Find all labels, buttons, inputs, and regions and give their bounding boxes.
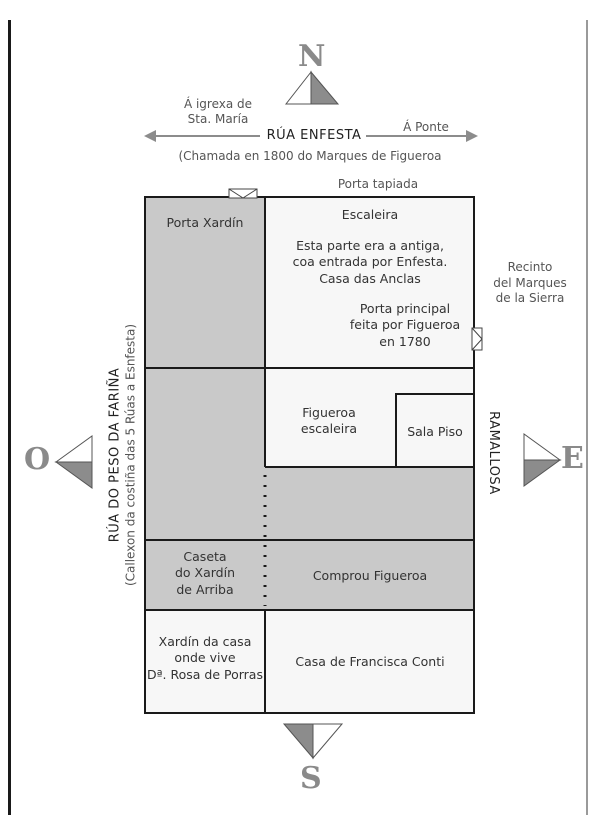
- casa-das-anclas: [265, 197, 474, 368]
- porta-xardin-label: Porta Xardín: [166, 215, 244, 230]
- porta-principal-note: Porta principal feita por Figueroa en 17…: [345, 301, 465, 350]
- south-label: S: [300, 761, 322, 796]
- walls: [144, 196, 475, 714]
- comprou-figueroa-band: [145, 540, 474, 610]
- xardin-casa-label: Xardín da casa onde vive Dª. Rosa de Por…: [147, 634, 263, 683]
- escaleira-label: Escaleira: [341, 207, 399, 222]
- figueroa-escaleira-line1: Figueroa: [302, 405, 356, 420]
- porta-tapiada-label: Porta tapiada: [337, 177, 419, 191]
- porta-principal-line2: feita por Figueroa: [349, 317, 461, 333]
- left-street-name: RÚA DO PESO DA FARIÑA: [107, 367, 123, 543]
- right-arrow-icon: [366, 130, 478, 142]
- left-arrow-icon: [144, 130, 260, 142]
- left-direction-line2: Sta. María: [187, 112, 249, 126]
- figueroa-escaleira-label: Figueroa escaleira: [270, 405, 388, 438]
- figueroa-escaleira-line2: escaleira: [300, 421, 358, 437]
- right-direction-label: Á Ponte: [403, 120, 449, 134]
- antiga-line3: Casa das Anclas: [319, 270, 421, 286]
- porta-tapiada-marker: [228, 188, 258, 199]
- east-label: E: [561, 441, 584, 476]
- left-direction-label: Á igrexa de Sta. María: [163, 97, 273, 127]
- porta-xardin-room: [145, 197, 265, 368]
- francisca-conti-label: Casa de Francisca Conti: [295, 654, 445, 669]
- caseta-line2: do Xardín: [174, 565, 236, 581]
- xardin-casa-line1: Xardín da casa: [158, 634, 252, 649]
- east-compass-icon: [523, 433, 562, 487]
- west-label: O: [24, 442, 51, 477]
- southern-houses: [145, 610, 474, 713]
- recinto-note: Recinto del Marques de la Sierra: [484, 260, 576, 307]
- caseta-line3: de Arriba: [176, 581, 234, 597]
- west-compass-icon: [54, 435, 93, 489]
- west-corridor: [145, 368, 265, 540]
- left-direction-line1: Á igrexa de: [183, 97, 253, 111]
- caseta-line1: Caseta: [183, 549, 227, 564]
- sala-piso-label: Sala Piso: [407, 424, 463, 439]
- recinto-line3: de la Sierra: [495, 291, 565, 306]
- north-compass-icon: [284, 70, 340, 105]
- left-street-subtitle: (Callexon da costiña das 5 Rúas a Esnfes…: [123, 323, 138, 587]
- antiga-note: Esta parte era a antiga, coa entrada por…: [270, 238, 470, 287]
- middle-strip: [265, 467, 474, 540]
- figueroa-escaleira-room: [265, 368, 474, 467]
- recinto-line1: Recinto: [507, 260, 553, 274]
- left-street: RÚA DO PESO DA FARIÑA (Callexon da costi…: [107, 290, 138, 620]
- right-street-name: RAMALLOSA: [486, 411, 502, 495]
- south-compass-icon: [282, 723, 344, 760]
- antiga-line2: coa entrada por Enfesta.: [292, 254, 448, 270]
- xardin-casa-line2: onde vive: [174, 650, 236, 666]
- recinto-line2: del Marques: [493, 275, 567, 290]
- porta-principal-line3: en 1780: [379, 333, 431, 349]
- xardin-casa-line3: Dª. Rosa de Porras: [147, 666, 263, 682]
- porta-principal-line1: Porta principal: [359, 301, 451, 316]
- top-street-name: RÚA ENFESTA: [266, 128, 362, 143]
- north-label: N: [298, 39, 326, 74]
- page-frame: [8, 20, 588, 815]
- caseta-label: Caseta do Xardín de Arriba: [150, 549, 260, 598]
- comprou-figueroa-label: Comprou Figueroa: [312, 568, 428, 583]
- porta-principal-marker: [471, 327, 483, 351]
- antiga-line1: Esta parte era a antiga,: [296, 238, 444, 253]
- top-street-subtitle: (Chamada en 1800 do Marques de Figueroa: [178, 149, 442, 163]
